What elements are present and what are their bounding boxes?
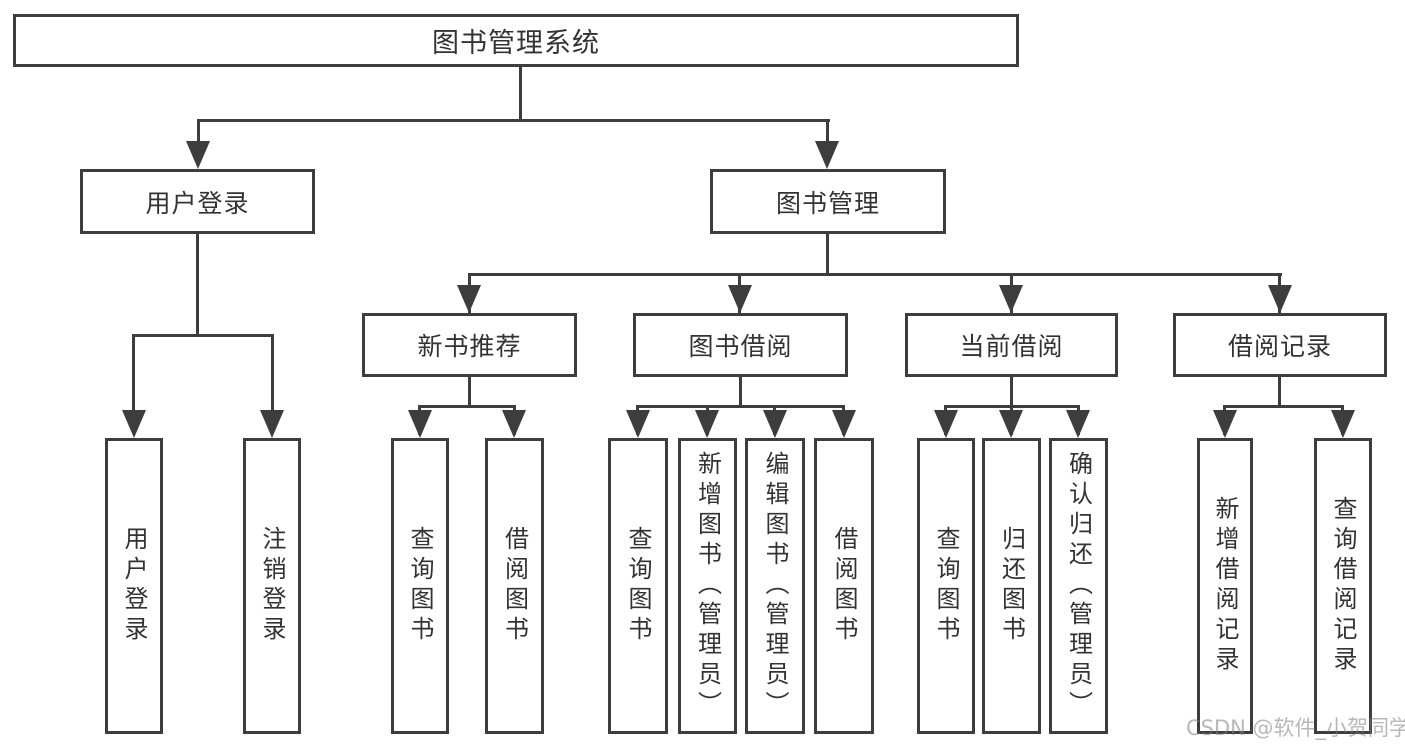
node-label: 确认归还（管理员） bbox=[1064, 451, 1093, 721]
node-book-borrowing: 图书借阅 bbox=[633, 313, 848, 377]
connector-arrowhead bbox=[1331, 410, 1355, 438]
connector-arrowhead bbox=[832, 410, 856, 438]
connector-line bbox=[271, 334, 274, 414]
node-library-management-system: 图书管理系统 bbox=[13, 14, 1019, 67]
connector-arrowhead bbox=[999, 285, 1023, 313]
node-new-book-recommend: 新书推荐 bbox=[362, 313, 577, 377]
connector-arrowhead bbox=[260, 410, 284, 438]
node-borrowing-records: 借阅记录 bbox=[1173, 313, 1387, 377]
node-label: 归还图书 bbox=[997, 526, 1026, 646]
node-label: 图书借阅 bbox=[688, 332, 793, 361]
connector-line bbox=[519, 67, 522, 120]
node-label: 编辑图书（管理员） bbox=[761, 451, 789, 721]
node-label: 借阅图书 bbox=[500, 526, 529, 646]
connector-arrowhead bbox=[934, 410, 958, 438]
node-query-books-2: 查询图书 bbox=[608, 438, 668, 734]
connector-line bbox=[1223, 405, 1344, 408]
connector-arrowhead bbox=[1213, 410, 1237, 438]
node-book-management: 图书管理 bbox=[710, 169, 946, 234]
node-add-borrow-record: 新增借阅记录 bbox=[1197, 438, 1253, 734]
node-return-books: 归还图书 bbox=[982, 438, 1041, 734]
node-label: 图书管理系统 bbox=[432, 28, 600, 59]
node-user-login: 用户登录 bbox=[80, 169, 315, 234]
node-label: 注销登录 bbox=[258, 526, 286, 646]
node-add-books-admin: 新增图书（管理员） bbox=[678, 438, 737, 734]
connector-line bbox=[132, 334, 135, 414]
connector-arrowhead bbox=[502, 410, 526, 438]
node-label: 查询图书 bbox=[406, 526, 434, 646]
connector-arrowhead bbox=[457, 285, 481, 313]
node-query-books-3: 查询图书 bbox=[917, 438, 975, 734]
connector-arrowhead bbox=[122, 410, 146, 438]
connector-line bbox=[826, 119, 829, 159]
node-current-borrowing: 当前借阅 bbox=[905, 313, 1118, 377]
connector-arrowhead bbox=[815, 141, 839, 169]
connector-arrowhead bbox=[186, 141, 210, 169]
connector-line bbox=[826, 234, 829, 276]
node-user-login-leaf: 用户登录 bbox=[105, 438, 163, 734]
node-label: 新增借阅记录 bbox=[1211, 496, 1239, 676]
node-label: 借阅图书 bbox=[830, 526, 858, 646]
node-edit-books-admin: 编辑图书（管理员） bbox=[745, 438, 805, 734]
connector-line bbox=[468, 377, 471, 408]
connector-line bbox=[636, 405, 845, 408]
connector-arrowhead bbox=[1066, 410, 1090, 438]
connector-arrowhead bbox=[626, 410, 650, 438]
node-label: 用户登录 bbox=[120, 526, 148, 646]
node-query-borrow-record: 查询借阅记录 bbox=[1314, 438, 1372, 734]
node-label: 新增图书（管理员） bbox=[693, 451, 722, 721]
connector-line bbox=[197, 119, 830, 122]
node-label: 新书推荐 bbox=[417, 332, 522, 361]
node-confirm-return-admin: 确认归还（管理员） bbox=[1049, 438, 1108, 734]
node-borrow-books-1: 借阅图书 bbox=[485, 438, 544, 734]
connector-line bbox=[1010, 377, 1013, 408]
node-label: 查询图书 bbox=[932, 526, 960, 646]
node-borrow-books-2: 借阅图书 bbox=[814, 438, 874, 734]
connector-line bbox=[739, 377, 742, 408]
connector-line bbox=[197, 119, 200, 159]
connector-line bbox=[418, 405, 516, 408]
connector-arrowhead bbox=[1268, 285, 1292, 313]
connector-line bbox=[1278, 377, 1281, 408]
node-label: 查询图书 bbox=[624, 526, 652, 646]
connector-arrowhead bbox=[763, 410, 787, 438]
node-query-books-1: 查询图书 bbox=[391, 438, 449, 734]
connector-line bbox=[132, 334, 274, 337]
node-label: 当前借阅 bbox=[959, 332, 1064, 361]
connector-arrowhead bbox=[695, 410, 719, 438]
node-label: 借阅记录 bbox=[1227, 332, 1332, 361]
node-label: 用户登录 bbox=[145, 188, 250, 218]
node-label: 图书管理 bbox=[775, 188, 880, 218]
connector-arrowhead bbox=[728, 285, 752, 313]
connector-line bbox=[196, 234, 199, 337]
connector-arrowhead bbox=[408, 410, 432, 438]
connector-arrowhead bbox=[999, 410, 1023, 438]
node-logout-leaf: 注销登录 bbox=[243, 438, 301, 734]
connector-line bbox=[468, 273, 1282, 276]
node-label: 查询借阅记录 bbox=[1329, 496, 1357, 676]
watermark-text: CSDN @软件_小贺同学 bbox=[1186, 716, 1405, 740]
